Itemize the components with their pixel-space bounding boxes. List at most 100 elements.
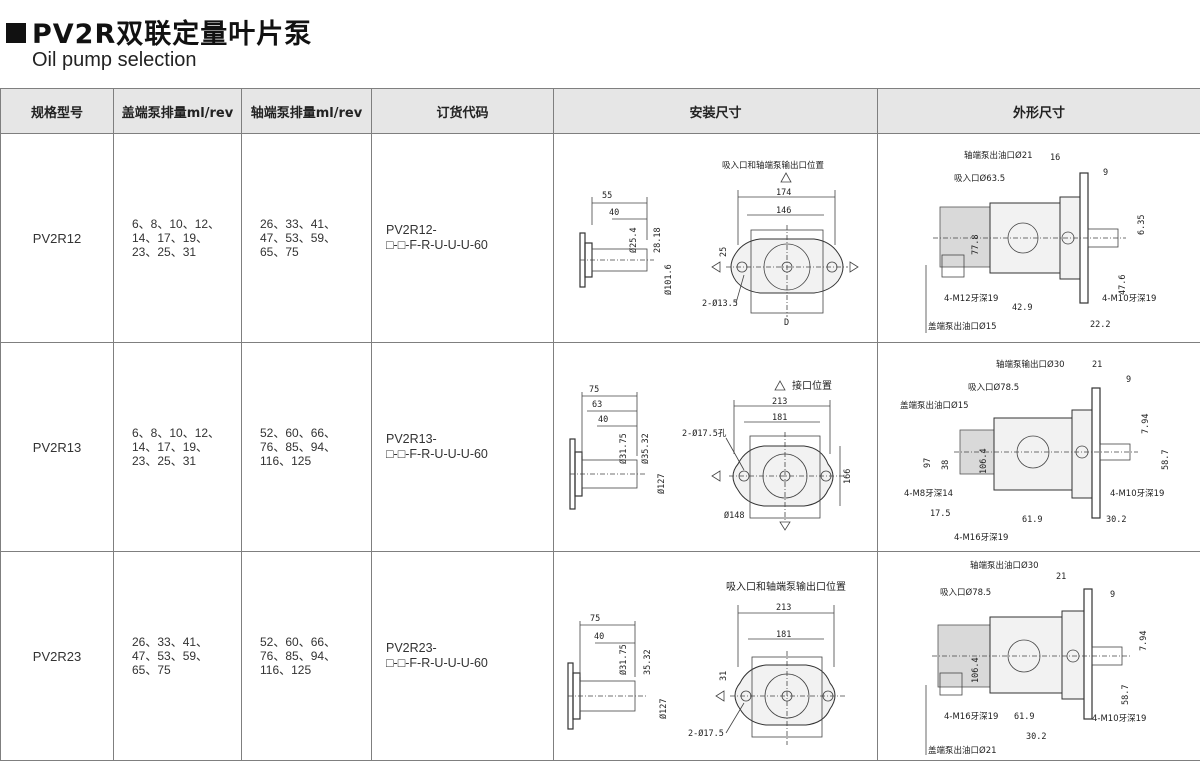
dim-9: 9 xyxy=(1110,590,1115,600)
dim-222: 22.2 xyxy=(1090,320,1110,330)
dim-25: 25 xyxy=(719,246,729,256)
out-port-label: 轴端泵出油口Ø30 xyxy=(970,560,1039,571)
cover-line: 23、25、31 xyxy=(132,454,197,468)
dim-40: 40 xyxy=(594,632,604,642)
dim-d127: Ø127 xyxy=(656,473,667,493)
port-marker-left-icon xyxy=(711,260,721,273)
in-port-label: 吸入口Ø78.5 xyxy=(940,587,991,598)
install-note: 吸入口和轴端泵输出口位置 xyxy=(726,580,846,593)
dim-d127: Ø127 xyxy=(658,698,669,718)
port-marker-left-icon xyxy=(715,689,725,702)
table-row: PV2R23 26、33、41、 47、53、59、 65、75 52、60、6… xyxy=(0,551,1200,761)
shaft-line: 52、60、66、 xyxy=(260,426,337,440)
cover-line: 65、75 xyxy=(132,663,171,677)
dim-40: 40 xyxy=(609,208,619,218)
dim-97: 97 xyxy=(923,457,933,467)
thread-1-label: 4-M12牙深19 xyxy=(944,294,998,304)
header-install-dimensions: 安装尺寸 xyxy=(553,88,878,134)
dim-429: 42.9 xyxy=(1012,303,1032,313)
thread-1-label: 4-M8牙深14 xyxy=(904,489,953,499)
dim-d3175: Ø31.75 xyxy=(618,433,629,464)
header-order-code: 订货代码 xyxy=(371,88,554,134)
header-outline-dimensions: 外形尺寸 xyxy=(877,88,1200,134)
dim-181: 181 xyxy=(772,413,787,423)
header-cover-displacement: 盖端泵排量ml/rev xyxy=(113,88,242,134)
dim-302: 30.2 xyxy=(1026,732,1046,742)
order-code-cell: PV2R23- □-□-F-R-U-U-U-60 xyxy=(371,551,554,761)
dim-213: 213 xyxy=(776,603,791,613)
page-subtitle: Oil pump selection xyxy=(32,49,197,71)
dim-d101: Ø101.6 xyxy=(663,264,674,295)
thread-2-label: 4-M10牙深19 xyxy=(1110,489,1164,499)
dim-31: 31 xyxy=(719,670,729,680)
out-port-label: 轴端泵输出口Ø30 xyxy=(996,359,1065,370)
cover-out-label: 盖端泵出油口Ø21 xyxy=(928,745,997,756)
warning-triangle-icon xyxy=(774,379,786,390)
code-line: □-□-F-R-U-U-U-60 xyxy=(386,447,488,461)
thread-2-label: 4-M10牙深19 xyxy=(1092,714,1146,724)
dim-21: 21 xyxy=(1092,360,1102,370)
shaft-line: 116、125 xyxy=(260,663,312,677)
thread-1-label: 4-M16牙深19 xyxy=(944,712,998,722)
dim-9: 9 xyxy=(1103,168,1108,178)
model-cell: PV2R13 xyxy=(0,342,114,552)
outline-drawing-cell: 轴端泵输出口Ø30 21 9 吸入口Ø78.5 盖端泵出油口Ø15 7.94 3… xyxy=(877,342,1200,552)
dim-75: 75 xyxy=(589,385,599,395)
install-drawing-cell: 55 40 Ø25.4 28.18 Ø101.6 吸入口和轴端泵输出口位置 17… xyxy=(553,133,878,343)
hole-label: 2-Ø13.5 xyxy=(702,298,738,309)
code-line: PV2R13- xyxy=(386,432,437,446)
dim-55: 55 xyxy=(602,191,612,201)
dim-21: 21 xyxy=(1056,572,1066,582)
port-marker-right-icon xyxy=(849,260,859,273)
shaft-line: 116、125 xyxy=(260,454,312,468)
dim-635: 6.35 xyxy=(1137,214,1147,234)
dim-587: 58.7 xyxy=(1121,684,1131,704)
cover-line: 26、33、41、 xyxy=(132,635,209,649)
dim-9: 9 xyxy=(1126,375,1131,385)
hole-label: 2-Ø17.5 xyxy=(688,728,724,739)
table-row: PV2R13 6、8、10、12、 14、17、19、 23、25、31 52、… xyxy=(0,342,1200,552)
cover-displacement-cell: 6、8、10、12、 14、17、19、 23、25、31 xyxy=(113,342,242,552)
out-port-label: 轴端泵出油口Ø21 xyxy=(964,150,1033,161)
order-code-cell: PV2R12- □-□-F-R-U-U-U-60 xyxy=(371,133,554,343)
thread-3-label: 4-M16牙深19 xyxy=(954,533,1008,543)
code-line: PV2R23- xyxy=(386,641,437,655)
dim-181: 181 xyxy=(776,630,791,640)
cover-line: 6、8、10、12、 xyxy=(132,426,221,440)
code-line: □-□-F-R-U-U-U-60 xyxy=(386,656,488,670)
dim-d25: Ø25.4 xyxy=(628,227,639,253)
thread-2-label: 4-M10牙深19 xyxy=(1102,294,1156,304)
dim-40: 40 xyxy=(598,415,608,425)
shaft-line: 52、60、66、 xyxy=(260,635,337,649)
dim-75: 75 xyxy=(590,614,600,624)
cover-line: 6、8、10、12、 xyxy=(132,217,221,231)
dia-148: Ø148 xyxy=(724,510,744,521)
cover-line: 14、17、19、 xyxy=(132,231,209,245)
dim-778: 77.8 xyxy=(971,234,981,254)
header-shaft-displacement: 轴端泵排量ml/rev xyxy=(241,88,372,134)
cover-out-label: 盖端泵出油口Ø15 xyxy=(928,321,997,332)
shaft-displacement-cell: 52、60、66、 76、85、94、 116、125 xyxy=(241,342,372,552)
dim-619: 61.9 xyxy=(1022,515,1042,525)
shaft-line: 76、85、94、 xyxy=(260,649,337,663)
outline-drawing: 轴端泵输出口Ø30 21 9 吸入口Ø78.5 盖端泵出油口Ø15 7.94 3… xyxy=(900,359,1171,543)
install-drawing-cell: 75 63 40 Ø31.75 Ø35.32 Ø127 接口位置 xyxy=(553,342,878,552)
title-row: PV2R双联定量叶片泵 xyxy=(6,12,312,51)
table-row: PV2R12 6、8、10、12、 14、17、19、 23、25、31 26、… xyxy=(0,133,1200,343)
header-model: 规格型号 xyxy=(0,88,114,134)
in-port-label: 吸入口Ø78.5 xyxy=(968,382,1019,393)
mark-d: D xyxy=(784,318,789,328)
dim-3532: 35.32 xyxy=(643,649,653,675)
dim-146: 146 xyxy=(776,206,791,216)
dim-587: 58.7 xyxy=(1161,449,1171,469)
cover-line: 23、25、31 xyxy=(132,245,197,259)
code-line: □-□-F-R-U-U-U-60 xyxy=(386,238,488,252)
selection-table: 规格型号 盖端泵排量ml/rev 轴端泵排量ml/rev 订货代码 安装尺寸 外… xyxy=(0,88,1200,761)
dim-213: 213 xyxy=(772,397,787,407)
shaft-displacement-cell: 26、33、41、 47、53、59、 65、75 xyxy=(241,133,372,343)
dim-28: 28.18 xyxy=(653,227,663,253)
page-title: PV2R双联定量叶片泵 xyxy=(32,19,313,50)
dim-d3532: Ø35.32 xyxy=(640,433,651,464)
dim-166: 166 xyxy=(843,468,853,483)
cover-out-label: 盖端泵出油口Ø15 xyxy=(900,400,969,411)
